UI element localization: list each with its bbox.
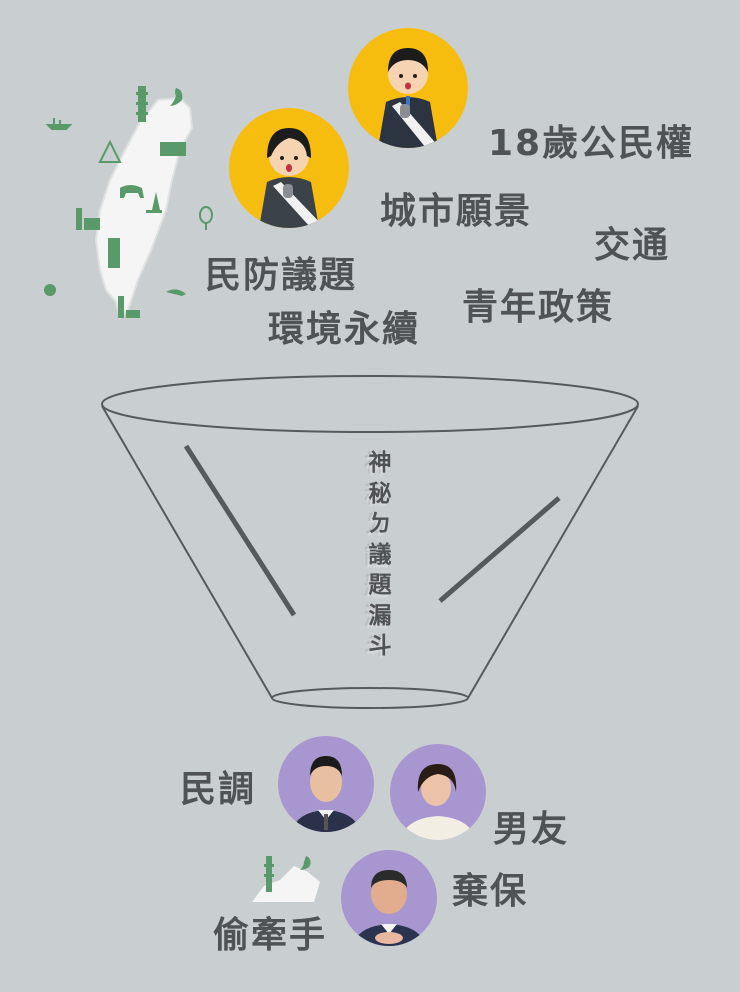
candidate-female-icon [229, 108, 349, 228]
topic-18-voting-age: 18歲公民權 [488, 123, 695, 164]
funnel-char: 議 [368, 541, 392, 568]
candidate-photo-1 [278, 736, 374, 832]
topic-polls: 民調 [180, 769, 257, 810]
funnel-char: 題 [368, 572, 392, 598]
funnel-char: 秘 [368, 480, 392, 507]
funnel-char: 漏 [368, 602, 392, 629]
candidate-photo-3 [341, 850, 437, 946]
funnel-char: ㄉ [368, 511, 392, 537]
topic-city-vision: 城市願景 [380, 191, 533, 232]
taiwan-map-icon [44, 86, 194, 320]
funnel-char: 斗 [368, 633, 392, 659]
topic-holding-hands: 偷牽手 [213, 915, 328, 956]
funnel-char: 神 [368, 450, 392, 476]
funnel-label: 神 秘 ㄉ 議 題 漏 斗 [366, 448, 394, 662]
topic-transportation: 交通 [594, 225, 671, 266]
taipei-map-icon [252, 856, 320, 902]
balloon-icon [199, 206, 213, 230]
candidate-male-icon [348, 28, 468, 148]
topic-strategic-voting: 棄保 [452, 871, 529, 912]
topic-sustainability: 環境永續 [268, 309, 421, 350]
topic-civil-defense: 民防議題 [205, 255, 358, 296]
candidate-photo-2 [390, 744, 486, 840]
topic-boyfriend: 男友 [493, 809, 570, 850]
topic-youth-policy: 青年政策 [462, 287, 615, 328]
funnel-icon [101, 375, 639, 709]
